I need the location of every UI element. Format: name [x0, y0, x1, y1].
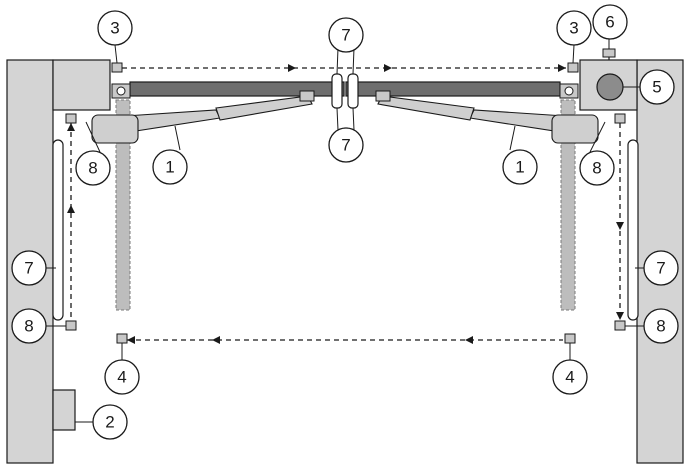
photocell-3-right	[567, 62, 579, 73]
left-actuator	[91, 90, 315, 144]
photocell-3-left	[111, 62, 123, 73]
callout-4-left: 4	[104, 359, 140, 395]
svg-text:2: 2	[105, 413, 114, 432]
flashing-lamp	[596, 73, 624, 101]
callout-7-right: 7	[643, 250, 679, 286]
svg-text:6: 6	[605, 13, 614, 32]
svg-text:8: 8	[24, 317, 33, 336]
callout-8-bottom-right: 8	[643, 308, 679, 344]
photocell-4-left	[116, 333, 128, 344]
right-actuator	[375, 90, 599, 144]
svg-text:7: 7	[656, 259, 665, 278]
photocell-8-top-left	[65, 113, 77, 124]
svg-text:7: 7	[341, 136, 350, 155]
svg-text:8: 8	[656, 317, 665, 336]
callout-7-mid: 7	[328, 127, 364, 163]
callout-8-top-left: 8	[75, 150, 111, 186]
callout-7-top: 7	[328, 17, 364, 53]
svg-text:1: 1	[165, 158, 174, 177]
svg-text:4: 4	[565, 368, 574, 387]
photocell-8-bottom-left	[65, 320, 77, 331]
callout-4-right: 4	[552, 359, 588, 395]
callout-8-bottom-left: 8	[11, 308, 47, 344]
svg-text:8: 8	[592, 159, 601, 178]
key-selector-box	[52, 389, 76, 431]
right-leaf-open-position	[560, 99, 576, 311]
right-safety-edge	[627, 139, 639, 321]
photocell-8-top-right	[614, 113, 626, 124]
callout-6: 6	[592, 4, 628, 40]
svg-text:7: 7	[341, 26, 350, 45]
callout-7-left: 7	[11, 250, 47, 286]
callout-2: 2	[92, 404, 128, 440]
callout-1-left: 1	[152, 149, 188, 185]
center-edge-left	[331, 73, 343, 109]
callout-3-left: 3	[97, 10, 133, 46]
callout-3-right: 3	[556, 10, 592, 46]
left-leaf-open-position	[115, 99, 131, 311]
photocell-4-right	[564, 333, 576, 344]
left-safety-edge	[52, 139, 64, 321]
svg-text:5: 5	[652, 78, 661, 97]
svg-text:7: 7	[24, 259, 33, 278]
callout-8-top-right: 8	[579, 150, 615, 186]
callout-1-right: 1	[502, 149, 538, 185]
svg-text:3: 3	[569, 19, 578, 38]
center-edge-right	[347, 73, 359, 109]
callout-5: 5	[639, 69, 675, 105]
svg-text:3: 3	[110, 19, 119, 38]
photocell-8-bottom-right	[614, 320, 626, 331]
svg-text:8: 8	[88, 159, 97, 178]
svg-text:4: 4	[117, 368, 126, 387]
antenna	[602, 48, 616, 58]
left-upper-box	[52, 59, 111, 111]
svg-text:1: 1	[515, 158, 524, 177]
